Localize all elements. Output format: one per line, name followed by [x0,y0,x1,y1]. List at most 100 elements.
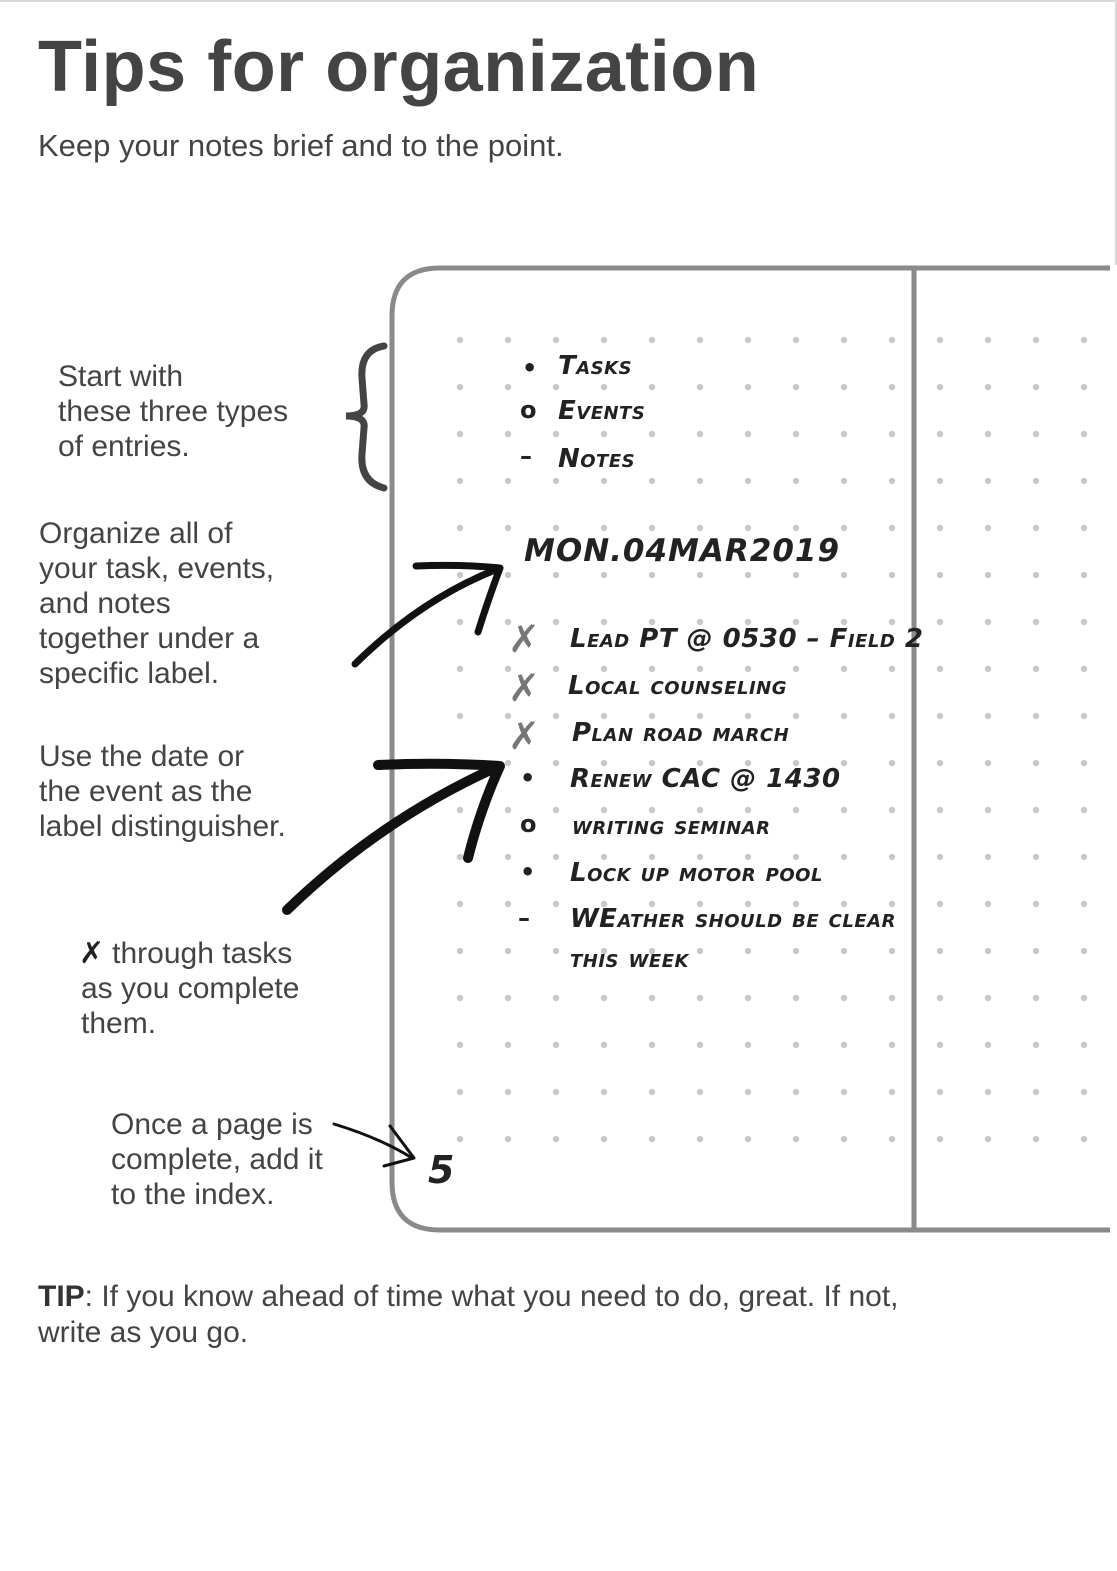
grid-dot [936,618,944,626]
grid-dot [648,1041,656,1049]
grid-dot [984,618,992,626]
grid-dot [936,477,944,485]
grid-dot [936,1135,944,1143]
grid-dot [504,900,512,908]
entry-bullet: ✗ [508,714,540,758]
page-title: Tips for organization [38,27,760,107]
entry-text-continued: this week [570,944,689,974]
callout-organize: Organize all of your task, events, and n… [39,516,274,691]
grid-dot [1080,571,1088,579]
grid-dot [1032,1088,1040,1096]
arrow-to-index-head-icon [382,1124,416,1168]
callout-line: Once a page is [111,1108,313,1141]
grid-dot [744,571,752,579]
grid-dot [792,806,800,814]
callout-line: together under a [39,622,260,655]
callout-line: to the index. [111,1178,275,1211]
grid-dot [1080,1041,1088,1049]
grid-dot [840,524,848,532]
grid-dot [984,947,992,955]
grid-dot [504,806,512,814]
key-label-events: Events [558,396,646,426]
grid-dot [1032,571,1040,579]
grid-dot [888,665,896,673]
grid-dot [552,947,560,955]
grid-dot [648,430,656,438]
grid-dot [1032,853,1040,861]
grid-dot [888,430,896,438]
entry-text: writing seminar [572,811,771,841]
grid-dot [504,571,512,579]
grid-dot [456,947,464,955]
page-subtitle: Keep your notes brief and to the point. [38,128,564,163]
grid-dot [552,1041,560,1049]
grid-dot [984,524,992,532]
grid-dot [984,994,992,1002]
grid-dot [744,1041,752,1049]
grid-dot [984,430,992,438]
grid-dot [696,336,704,344]
grid-dot [984,853,992,861]
grid-dot [984,712,992,720]
grid-dot [984,1135,992,1143]
callout-line: Organize all of [39,517,233,550]
grid-dot [984,571,992,579]
grid-dot [744,430,752,438]
grid-dot [936,712,944,720]
grid-dot [936,1088,944,1096]
grid-dot [840,477,848,485]
callout-line: complete, add it [111,1143,323,1176]
grid-dot [888,712,896,720]
grid-dot [792,571,800,579]
entry-text: WEather should be clear [570,904,896,934]
grid-dot [744,524,752,532]
grid-dot [456,524,464,532]
entry-bullet: • [520,764,536,792]
key-label-tasks: Tasks [558,351,633,381]
grid-dot [696,383,704,391]
grid-dot [1032,618,1040,626]
grid-dot [936,853,944,861]
grid-dot [1032,665,1040,673]
grid-dot [792,712,800,720]
grid-dot [888,477,896,485]
grid-dot [504,1041,512,1049]
entry-text: Lock up motor pool [570,858,823,888]
grid-dot [648,571,656,579]
top-border [0,0,1117,2]
grid-dot [1032,947,1040,955]
grid-dot [936,336,944,344]
entry-bullet: – [518,904,530,932]
tip-prefix: TIP [38,1280,85,1313]
grid-dot [840,806,848,814]
grid-dot [1032,430,1040,438]
grid-dot [504,994,512,1002]
grid-dot [840,430,848,438]
grid-dot [1080,618,1088,626]
grid-dot [1032,759,1040,767]
grid-dot [1032,994,1040,1002]
grid-dot [456,806,464,814]
grid-dot [888,336,896,344]
key-bullet-note: – [520,442,532,470]
callout-line: ✗through tasks [79,936,299,971]
key-bullet-task: • [522,354,538,382]
grid-dot [984,665,992,673]
grid-dot [744,1088,752,1096]
grid-dot [984,900,992,908]
grid-dot [1032,806,1040,814]
grid-dot [984,383,992,391]
grid-dot [840,571,848,579]
entry-text: Lead PT @ 0530 – Field 2 [570,624,924,654]
grid-dot [648,336,656,344]
grid-dot [984,477,992,485]
grid-dot [1032,477,1040,485]
callout-index: Once a page is complete, add it to the i… [111,1107,323,1212]
grid-dot [888,1088,896,1096]
grid-dot [456,477,464,485]
callout-line: Start with [58,360,184,393]
grid-dot [552,1088,560,1096]
grid-dot [600,430,608,438]
grid-dot [504,853,512,861]
grid-dot [504,383,512,391]
